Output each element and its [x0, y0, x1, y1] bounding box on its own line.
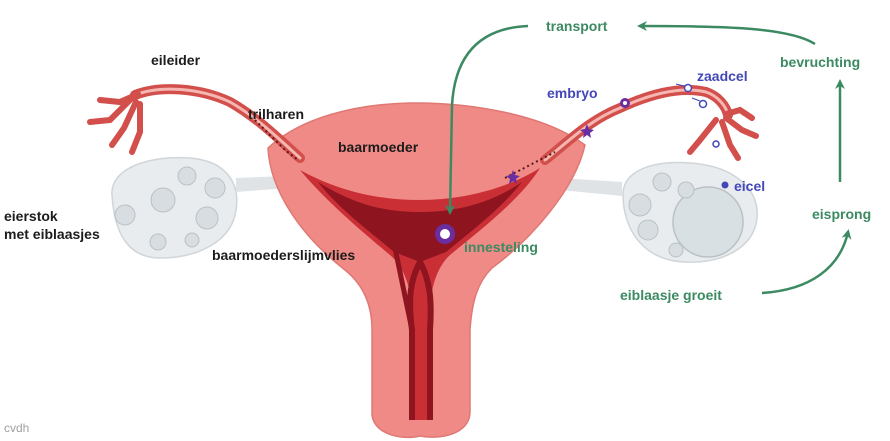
groeit-to-eisprong-arrow [762, 232, 848, 293]
left-ovary [112, 158, 237, 258]
label-baarmoeder: baarmoeder [338, 139, 418, 155]
implantation-site [435, 224, 455, 244]
label-eicel: eicel [734, 178, 765, 194]
label-bevruchting: bevruchting [780, 54, 860, 70]
bevruchting-to-transport-arrow [640, 26, 815, 44]
label-eileider: eileider [151, 52, 200, 68]
label-trilharen: trilharen [248, 106, 304, 122]
egg-cell [722, 182, 729, 189]
label-transport: transport [546, 18, 607, 34]
label-eierstok-line1: eierstok [4, 208, 58, 224]
credit-text: cvdh [4, 420, 29, 436]
label-zaadcel: zaadcel [697, 68, 748, 84]
label-eierstok-line2: met eiblaasjes [4, 226, 100, 242]
uterine-lining [300, 168, 540, 420]
label-embryo: embryo [547, 85, 598, 101]
label-eiblaasje-groeit: eiblaasje groeit [620, 287, 722, 303]
label-innesteling: innesteling [464, 239, 538, 255]
label-eisprong: eisprong [812, 206, 871, 222]
label-baarmoederslijmvlies: baarmoederslijmvlies [212, 247, 355, 263]
